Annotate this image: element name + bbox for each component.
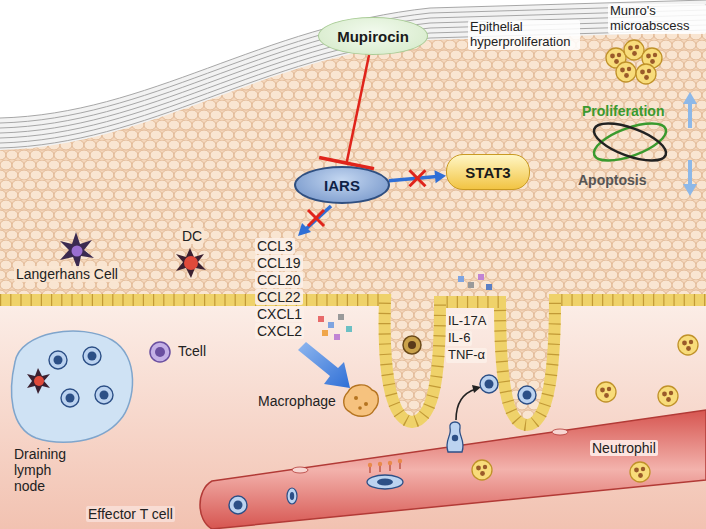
text-label: IL-17A <box>446 314 488 329</box>
text-label: Apoptosis <box>578 172 646 188</box>
arrow-head <box>434 170 446 183</box>
node-text: STAT3 <box>465 164 510 181</box>
text-label: TNF-α <box>446 348 487 363</box>
langerhans-cell <box>60 232 94 270</box>
text-label: Tcell <box>178 343 206 359</box>
text-label: DC <box>180 228 204 244</box>
text-label: Draining lymph node <box>14 446 80 494</box>
signal-box: STAT3 <box>446 154 530 190</box>
text-label: CCL19 <box>255 255 303 271</box>
text-label: Neutrophil <box>590 440 658 456</box>
node-text: IARS <box>324 177 360 194</box>
text-label: CCL3 <box>255 238 295 254</box>
dermis <box>0 270 706 529</box>
neutrophils <box>596 335 698 406</box>
text-label: Munro's microabscess <box>608 4 706 34</box>
text-label: CCL20 <box>255 272 303 288</box>
block-mark <box>409 170 425 186</box>
lymph-node <box>12 331 133 442</box>
enzyme-ellipse: IARS <box>294 166 390 204</box>
microabscess <box>606 40 662 84</box>
ridge-cells <box>403 336 536 404</box>
text-label: CXCL2 <box>255 323 304 339</box>
extravasating-cell <box>447 375 498 452</box>
text-label: CCL22 <box>255 289 303 305</box>
blood-vessel <box>200 410 706 529</box>
text-label: CXCL1 <box>255 306 304 322</box>
text-label: Proliferation <box>582 103 664 119</box>
text-label: Macrophage <box>258 393 336 409</box>
dendritic-cell <box>176 248 206 278</box>
block-mark <box>409 170 425 186</box>
activation-arrow <box>389 177 437 181</box>
text-label: Epithelial hyperproliferation <box>468 20 580 50</box>
chemokine-signal <box>298 206 352 388</box>
t-cell <box>150 342 170 362</box>
text-label: Langerhans Cell <box>14 266 120 282</box>
cytokine-dots <box>458 274 492 290</box>
inhibition-line <box>347 55 370 163</box>
text-label: IL-6 <box>446 331 472 346</box>
macrophage <box>344 385 379 416</box>
text-label: Effector T cell <box>86 506 175 522</box>
drug-ellipse: Mupirocin <box>318 17 428 55</box>
node-text: Mupirocin <box>337 28 409 45</box>
